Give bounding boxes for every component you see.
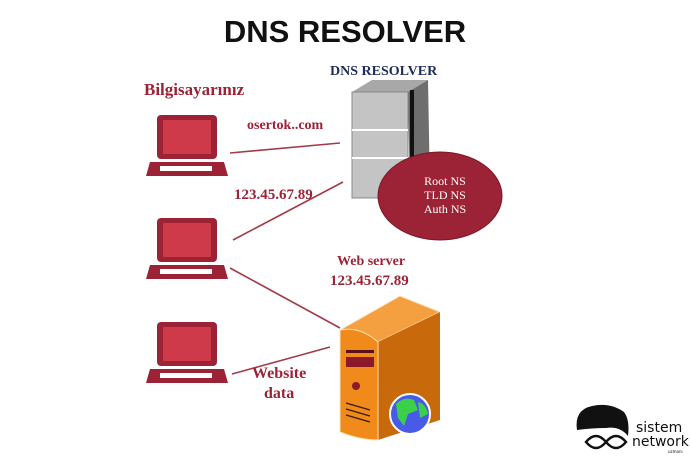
web-server-ip: 123.45.67.89 xyxy=(330,273,409,289)
computer-label: Bilgisayarınız xyxy=(144,80,245,99)
laptop-icon xyxy=(146,322,228,383)
tld-ns: TLD NS xyxy=(424,188,466,202)
auth-ns: Auth NS xyxy=(423,202,467,216)
laptop-icon xyxy=(146,115,228,176)
query-line xyxy=(229,142,341,154)
web-server-label: Web server xyxy=(337,254,406,269)
sistem-network-logo: sistem network uzmanı xyxy=(576,404,690,454)
web-request-line xyxy=(229,267,341,329)
globe-icon xyxy=(389,393,431,435)
website-data-label: Website data xyxy=(252,365,307,402)
response-line xyxy=(232,181,344,241)
svg-text:uzmanı: uzmanı xyxy=(668,449,683,454)
laptop-icon xyxy=(146,218,228,279)
website-data-line xyxy=(231,346,331,375)
query-label: osertok..com xyxy=(247,118,324,133)
diagram-title: DNS RESOLVER xyxy=(223,14,467,49)
root-ns: Root NS xyxy=(424,174,466,188)
response-ip-label: 123.45.67.89 xyxy=(234,187,313,203)
svg-text:network: network xyxy=(632,434,690,450)
svg-text:sistem: sistem xyxy=(636,420,682,436)
dns-resolver-label: DNS RESOLVER xyxy=(330,64,438,79)
name-servers-list: Root NS TLD NS Auth NS xyxy=(410,174,480,216)
name-servers-ellipse xyxy=(377,151,503,241)
